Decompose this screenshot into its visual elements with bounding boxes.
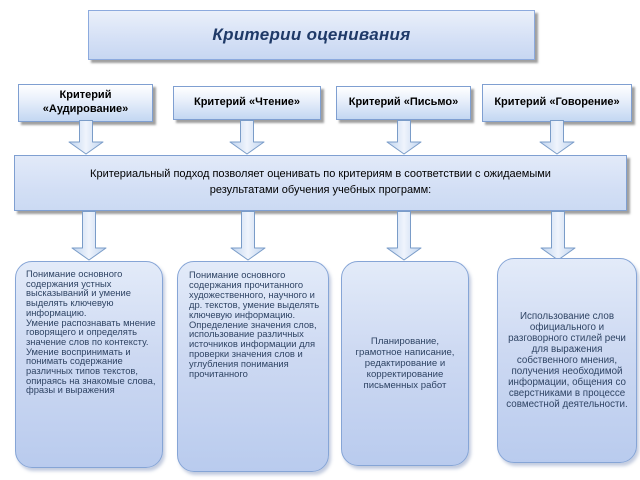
down-arrow-icon [539, 120, 575, 155]
down-arrow-icon [229, 120, 265, 155]
down-arrow-icon [71, 211, 107, 261]
detail-text-audirovanie: Понимание основного содержания устных вы… [26, 268, 156, 396]
detail-text-pismo: Планирование, грамотное написание, редак… [355, 336, 455, 391]
detail-text-chtenie: Понимание основного содержания прочитанн… [189, 269, 320, 380]
statement-box: Критериальный подход позволяет оценивать… [14, 155, 627, 211]
detail-text-govorenie: Использование слов официального и разгов… [506, 311, 628, 410]
criterion-label-audirovanie: Критерий «Аудирование» [42, 89, 129, 115]
detail-box-audirovanie: Понимание основного содержания устных вы… [15, 261, 163, 468]
criterion-box-govorenie: Критерий «Говорение» [482, 84, 632, 122]
detail-box-govorenie: Использование слов официального и разгов… [497, 258, 637, 463]
title-box: Критерии оценивания [88, 10, 535, 60]
down-arrow-icon [540, 211, 576, 261]
statement-text: Критериальный подход позволяет оценивать… [90, 168, 551, 196]
down-arrow-icon [230, 211, 266, 261]
criterion-box-audirovanie: Критерий «Аудирование» [18, 84, 153, 122]
slide-title: Критерии оценивания [212, 25, 411, 44]
criterion-box-chtenie: Критерий «Чтение» [173, 86, 321, 120]
detail-box-chtenie: Понимание основного содержания прочитанн… [177, 261, 329, 472]
down-arrow-icon [386, 120, 422, 155]
criterion-label-chtenie: Критерий «Чтение» [194, 96, 300, 109]
down-arrow-icon [386, 211, 422, 261]
criterion-box-pismo: Критерий «Письмо» [336, 86, 471, 120]
down-arrow-icon [68, 120, 104, 155]
detail-box-pismo: Планирование, грамотное написание, редак… [341, 261, 469, 466]
criterion-label-govorenie: Критерий «Говорение» [494, 96, 620, 109]
criterion-label-pismo: Критерий «Письмо» [348, 96, 459, 109]
